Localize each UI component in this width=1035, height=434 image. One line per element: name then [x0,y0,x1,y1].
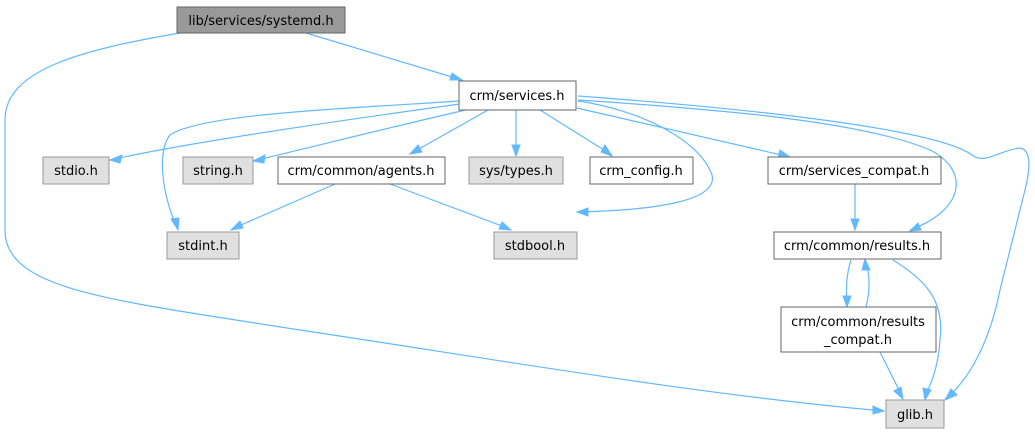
node-label: crm/common/agents.h [287,164,434,179]
node-sys-types-h[interactable]: sys/types.h [468,156,564,185]
node-label: crm_config.h [599,164,683,179]
node-stdint-h[interactable]: stdint.h [166,231,240,260]
node-crm-services-h[interactable]: crm/services.h [458,80,577,111]
edges [4,32,1030,415]
node-label: crm/common/results.h [784,239,930,254]
node-label: stdio.h [54,164,98,179]
node-systemd-h[interactable]: lib/services/systemd.h [176,6,346,34]
node-label: stdint.h [178,239,227,254]
edge-agents-to-stdint [229,183,336,231]
edge-servicescompat-to-results [850,184,860,232]
node-label: stdbool.h [505,239,565,254]
node-crm-common-agents-h[interactable]: crm/common/agents.h [277,156,446,185]
node-label: string.h [193,164,243,179]
edge-services-to-glib [577,95,1030,402]
edge-services-to-agents [408,109,489,155]
edge-services-to-stdbool [575,100,713,217]
edge-services-to-crmconfig [539,109,614,157]
node-glib-h[interactable]: glib.h [885,399,945,429]
node-label: crm/services.h [469,89,564,104]
node-label: sys/types.h [479,164,553,179]
node-crm-services-compat-h[interactable]: crm/services_compat.h [767,156,942,185]
node-label-line2: _compat.h [823,333,892,348]
node-stdbool-h[interactable]: stdbool.h [493,231,578,260]
edge-services-to-stdio [108,103,461,164]
edge-services-to-results [577,99,957,232]
edge-resultscompat-to-glib [879,351,904,401]
nodes: lib/services/systemd.h crm/services.h st… [42,6,945,429]
edge-resultscompat-to-results [861,257,871,308]
node-stdio-h[interactable]: stdio.h [42,156,110,185]
edge-systemd-to-services [305,32,464,81]
node-crm-config-h[interactable]: crm_config.h [589,156,694,185]
edge-results-to-resultscompat [842,259,852,309]
node-label-line1: crm/common/results [791,315,925,330]
node-crm-common-results-compat-h[interactable]: crm/common/results _compat.h [780,306,937,353]
edge-services-to-stdint [161,100,461,232]
edge-services-to-systypes [511,110,521,158]
edge-systemd-to-glib [4,32,886,415]
node-label: glib.h [897,408,933,423]
node-label: lib/services/systemd.h [188,14,333,29]
edge-results-to-glib [892,259,942,402]
edge-services-to-string [251,108,471,164]
node-crm-common-results-h[interactable]: crm/common/results.h [773,231,942,260]
node-string-h[interactable]: string.h [182,156,254,185]
node-label: crm/services_compat.h [779,164,930,179]
edge-agents-to-stdbool [389,183,513,231]
